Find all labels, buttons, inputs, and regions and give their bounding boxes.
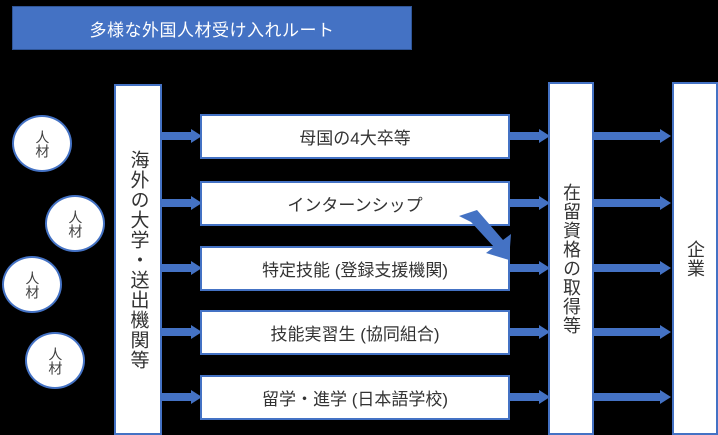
arrow-head <box>191 196 202 210</box>
arrow-shaft <box>510 264 539 272</box>
arrow-right-icon-overseas-to-route-2 <box>162 196 202 210</box>
arrow-shaft <box>162 132 191 140</box>
arrow-right-icon-overseas-to-route-3 <box>162 261 202 275</box>
talent-circle-label: 人材 <box>24 270 41 299</box>
arrow-right-icon-status-to-company-1 <box>594 129 674 143</box>
route-box-label: インターンシップ <box>287 196 423 215</box>
arrow-right-icon-overseas-to-route-1 <box>162 129 202 143</box>
route-box-technical-intern-trainee: 技能実習生 (協同組合) <box>200 310 510 355</box>
diagram-title-text: 多様な外国人材受け入れルート <box>89 20 335 40</box>
arrow-shaft <box>510 132 539 140</box>
column-residence-status-label: 在留資格の取得等 <box>561 182 581 335</box>
arrow-right-icon-route-3-to-status <box>510 261 550 275</box>
arrow-head <box>191 325 202 339</box>
arrow-head <box>539 390 550 404</box>
arrow-head <box>660 325 671 339</box>
column-company: 企業 <box>672 82 718 435</box>
arrow-right-icon-route-2-to-status <box>510 196 550 210</box>
route-box-study-abroad: 留学・進学 (日本語学校) <box>200 375 510 420</box>
arrow-right-icon-status-to-company-2 <box>594 196 674 210</box>
arrow-right-icon-overseas-to-route-4 <box>162 325 202 339</box>
route-box-label: 母国の4大卒等 <box>299 129 411 148</box>
route-box-home-country-university: 母国の4大卒等 <box>200 114 510 159</box>
arrow-shaft <box>162 328 191 336</box>
talent-circle-label: 人材 <box>34 129 51 158</box>
route-box-internship: インターンシップ <box>200 181 510 226</box>
route-box-label: 特定技能 (登録支援機関) <box>261 261 449 280</box>
talent-circle-label: 人材 <box>47 346 64 375</box>
arrow-shaft <box>162 199 191 207</box>
arrow-right-icon-overseas-to-route-5 <box>162 390 202 404</box>
arrow-head <box>539 129 550 143</box>
arrow-shaft <box>594 328 660 336</box>
arrow-head <box>539 325 550 339</box>
talent-circle-3: 人材 <box>2 256 62 313</box>
arrow-head <box>660 261 671 275</box>
arrow-right-icon-status-to-company-3 <box>594 261 674 275</box>
arrow-shaft <box>162 393 191 401</box>
column-residence-status: 在留資格の取得等 <box>548 82 594 435</box>
talent-circle-4: 人材 <box>25 332 85 389</box>
arrow-right-icon-route-5-to-status <box>510 390 550 404</box>
arrow-head <box>191 129 202 143</box>
arrow-shaft <box>510 328 539 336</box>
diagram-title-banner: 多様な外国人材受け入れルート <box>12 6 412 50</box>
arrow-right-icon-route-1-to-status <box>510 129 550 143</box>
column-overseas-label: 海外の大学・送出機関等 <box>127 149 149 370</box>
arrow-shaft <box>162 264 191 272</box>
arrow-head <box>191 390 202 404</box>
arrow-head <box>660 390 671 404</box>
talent-circle-1: 人材 <box>12 115 72 172</box>
arrow-head <box>191 261 202 275</box>
route-box-label: 技能実習生 (協同組合) <box>270 325 440 344</box>
route-box-label: 留学・進学 (日本語学校) <box>261 390 449 409</box>
arrow-shaft <box>594 393 660 401</box>
arrow-head <box>660 196 671 210</box>
column-overseas-institutions: 海外の大学・送出機関等 <box>114 84 162 435</box>
arrow-shaft <box>594 264 660 272</box>
arrow-head <box>660 129 671 143</box>
talent-circle-label: 人材 <box>67 209 84 238</box>
arrow-head <box>539 196 550 210</box>
arrow-right-icon-status-to-company-4 <box>594 325 674 339</box>
arrow-shaft <box>510 199 539 207</box>
arrow-diagonal-down-right-icon-internship-to-specified-skills <box>455 208 515 264</box>
arrow-head <box>539 261 550 275</box>
arrow-right-icon-route-4-to-status <box>510 325 550 339</box>
arrow-shaft <box>510 393 539 401</box>
arrow-shaft <box>594 132 660 140</box>
arrow-shaft <box>594 199 660 207</box>
arrow-right-icon-status-to-company-5 <box>594 390 674 404</box>
talent-circle-2: 人材 <box>45 195 105 252</box>
column-company-label: 企業 <box>685 239 705 278</box>
